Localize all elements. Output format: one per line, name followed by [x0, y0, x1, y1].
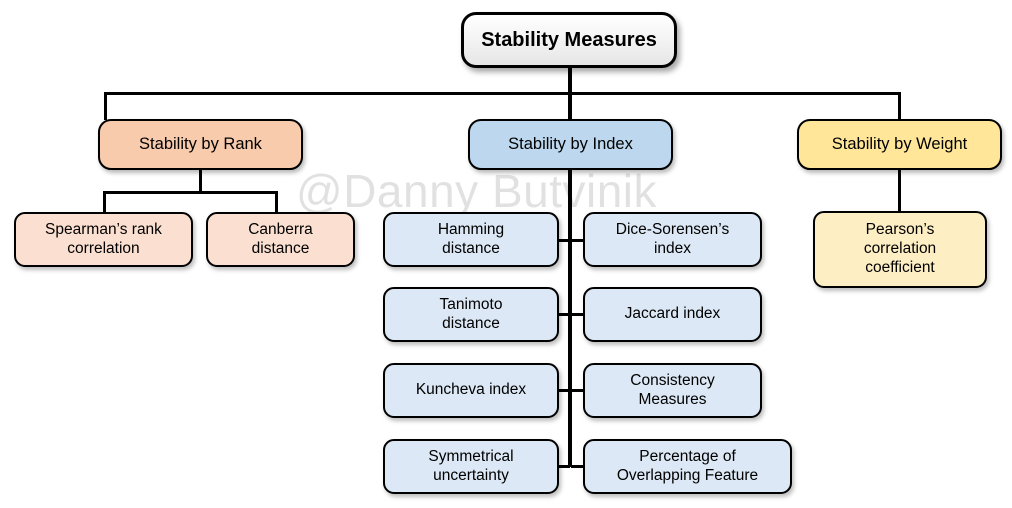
- connector-index-stub-symmetrical: [558, 465, 570, 468]
- connector-drop-weight: [898, 92, 901, 120]
- connector-rank-drop-spearman: [103, 191, 106, 213]
- connector-index-stub-dice: [571, 239, 584, 242]
- connector-weight-stem: [898, 169, 901, 212]
- node-root[interactable]: Stability Measures: [461, 12, 677, 68]
- connector-index-stub-tanimoto: [558, 313, 570, 316]
- connector-rank-stem: [199, 169, 202, 193]
- connector-rank-drop-canberra: [275, 191, 278, 213]
- node-symmetrical-uncertainty[interactable]: Symmetrical uncertainty: [383, 439, 559, 494]
- connector-index-spine: [568, 169, 572, 467]
- connector-drop-index: [568, 92, 572, 120]
- connector-top-bus: [104, 92, 901, 95]
- node-hamming-distance[interactable]: Hamming distance: [383, 212, 559, 267]
- node-spearmans-rank-correlation[interactable]: Spearman’s rank correlation: [14, 212, 193, 267]
- node-stability-by-weight[interactable]: Stability by Weight: [797, 119, 1002, 170]
- node-pearsons-correlation-coefficient[interactable]: Pearson’s correlation coefficient: [813, 211, 987, 288]
- node-consistency-measures[interactable]: Consistency Measures: [583, 363, 762, 418]
- node-stability-by-index[interactable]: Stability by Index: [468, 119, 673, 170]
- node-tanimoto-distance[interactable]: Tanimoto distance: [383, 287, 559, 342]
- connector-index-stub-jaccard: [571, 313, 584, 316]
- watermark-text: @Danny Butvinik: [296, 165, 658, 217]
- connector-index-stub-percentage: [571, 465, 584, 468]
- node-canberra-distance[interactable]: Canberra distance: [206, 212, 355, 267]
- connector-index-stub-hamming: [558, 239, 570, 242]
- node-jaccard-index[interactable]: Jaccard index: [583, 287, 762, 342]
- connector-root-stem: [568, 68, 572, 95]
- node-stability-by-rank[interactable]: Stability by Rank: [98, 119, 303, 170]
- connector-index-stub-kuncheva: [558, 389, 570, 392]
- connector-index-stub-consistency: [571, 389, 584, 392]
- connector-rank-bus: [103, 191, 278, 194]
- node-kuncheva-index[interactable]: Kuncheva index: [383, 363, 559, 418]
- connector-drop-rank: [104, 92, 107, 120]
- node-percentage-of-overlapping-feature[interactable]: Percentage of Overlapping Feature: [583, 439, 792, 494]
- node-dice-sorensens-index[interactable]: Dice-Sorensen’s index: [583, 212, 762, 267]
